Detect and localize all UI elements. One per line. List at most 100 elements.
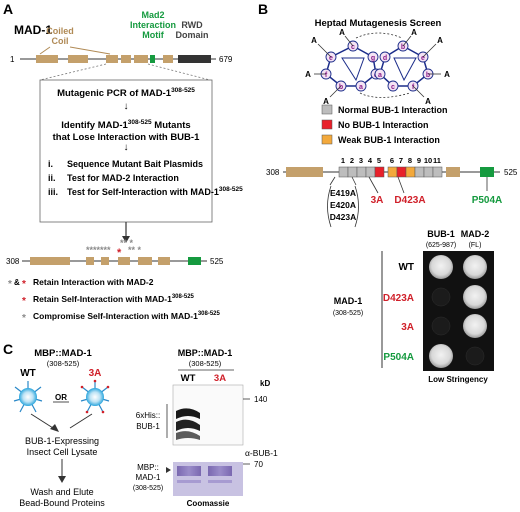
cc-segment-1	[36, 55, 58, 63]
plate-caption: Low Stringency	[428, 375, 488, 384]
col-bub1: BUB-1	[427, 229, 455, 239]
heptad-num: 3	[359, 156, 363, 165]
b-frag-start: 308	[266, 168, 280, 177]
heptad-box-10	[423, 166, 434, 178]
b-frag-end: 525	[504, 168, 518, 177]
mutation-3a-label: 3A	[371, 195, 384, 206]
row-wt: WT	[398, 262, 414, 273]
mbp-label-3: (308-525)	[133, 485, 163, 492]
coomassie-caption: Coomassie	[187, 499, 230, 508]
gel-lane-wt: WT	[181, 373, 196, 384]
star-row: *******	[86, 245, 111, 255]
legend-star-gray-1: *	[8, 279, 12, 290]
panel-b: B Heptad Mutagenesis Screen c g d a b f …	[258, 1, 518, 384]
heptad-letter: c	[351, 44, 355, 51]
cc-segment-3	[106, 55, 118, 63]
spot-wt-mad2	[463, 255, 487, 279]
heptad-num: 10	[424, 156, 432, 165]
heptad-num: 9	[417, 156, 421, 165]
heptad-box-7	[396, 166, 407, 178]
svg-text:↓: ↓	[124, 101, 129, 112]
mad2-motif-box	[150, 55, 155, 63]
heptad-letter: b	[426, 72, 430, 79]
row-group-range: (308-525)	[333, 310, 363, 317]
mutation-stars: ******* ** * ** *	[86, 238, 142, 255]
c-title: MBP::MAD-1	[34, 348, 92, 359]
heptad-letter: f	[325, 72, 328, 79]
his-label-2: BUB-1	[136, 422, 160, 431]
down-arrow-head	[122, 236, 130, 243]
row-group: MAD-1	[334, 296, 363, 306]
mbp-label-1: MBP::	[137, 463, 159, 472]
heptad-box-5	[374, 166, 385, 178]
frag-cc-1	[30, 257, 70, 265]
heptad-letter: b	[339, 84, 343, 91]
gel-title-range: (308-525)	[189, 359, 222, 368]
step-i-text: Sequence Mutant Bait Plasmids	[67, 159, 203, 169]
spot-p504a-mad2	[465, 346, 485, 366]
red-star: *	[117, 247, 122, 259]
heptad-letter: b	[401, 44, 405, 51]
spot-d423a-bub1	[431, 287, 451, 307]
marker-140: 140	[254, 395, 268, 404]
panel-b-label: B	[258, 1, 268, 17]
heptad-arc-top	[355, 32, 403, 39]
coiled-coil-pointer-2	[69, 46, 111, 55]
ext-label: A	[311, 36, 317, 45]
heptad-letter: a	[359, 84, 363, 91]
western-band-2	[176, 419, 200, 431]
frag-cc-2	[86, 257, 94, 265]
rwd-label-1: RWD	[181, 20, 203, 30]
b-cc-2	[446, 167, 460, 177]
mad1-start: 1	[10, 55, 15, 64]
frag-cc-5	[138, 257, 152, 265]
heptad-num: 4	[368, 156, 373, 165]
rwd-domain-box	[178, 55, 211, 63]
step-iii-num: iii.	[48, 187, 58, 197]
c-step2-line1: Wash and Elute	[30, 487, 93, 497]
heptad-box-11	[432, 166, 443, 178]
star-row-2: ** *	[128, 245, 142, 255]
cc-segment-2	[68, 55, 88, 63]
b-mad2-motif	[480, 167, 494, 177]
c-3a-label: 3A	[89, 368, 102, 379]
step-iii-text: Test for Self-Interaction with MAD-1308-…	[67, 186, 243, 197]
gel-lane-3a: 3A	[214, 373, 226, 384]
cc-segment-4	[121, 55, 131, 63]
heptad-num: 1	[341, 156, 345, 165]
legend-text-3: Compromise Self-Interaction with MAD-130…	[33, 311, 221, 321]
heptad-num: 11	[433, 156, 441, 165]
c-step2-line2: Bead-Bound Proteins	[19, 498, 105, 508]
heptad-box-8	[405, 166, 416, 178]
bead-3a	[80, 379, 110, 414]
spot-3a-mad2	[463, 314, 487, 338]
heptad-letter: f	[412, 84, 415, 91]
mutation-d423a-label: D423A	[394, 195, 425, 206]
marker-70: 70	[254, 460, 263, 469]
mutation-e419a: E419A	[330, 188, 356, 198]
mad1-title: MAD-1	[14, 23, 52, 37]
spot-wt-bub1	[429, 255, 453, 279]
ext-label: A	[323, 97, 329, 106]
legend-weak-text: Weak BUB-1 Interaction	[338, 135, 440, 145]
legend-star-gray-3: *	[22, 313, 26, 324]
western-band-3	[176, 431, 200, 440]
col-mad2-range: (FL)	[469, 242, 482, 249]
ext-label: A	[437, 36, 443, 45]
mad2-motif-label-3: Motif	[142, 30, 164, 40]
mutation-e420a: E420A	[330, 200, 356, 210]
heptad-box-2	[347, 166, 358, 178]
legend-swatch-none	[321, 119, 333, 130]
screen-box	[39, 79, 213, 223]
zoom-line-left	[39, 63, 107, 81]
heptad-num: 2	[350, 156, 354, 165]
coiled-coil-label-2: Coil	[52, 36, 69, 46]
zoom-line-right	[147, 63, 211, 81]
panel-c: C MBP::MAD-1 (308-525) WT 3A OR	[3, 341, 278, 508]
frag-end: 525	[210, 257, 224, 266]
ext-label: A	[305, 70, 311, 79]
heptad-wheel-right: b e b f c a d	[374, 40, 434, 92]
panel-a: A MAD-1 Coiled Coil Mad2 Interaction Mot…	[3, 1, 243, 324]
heptad-num: 6	[390, 156, 394, 165]
heptad-arc-bottom	[359, 92, 411, 98]
